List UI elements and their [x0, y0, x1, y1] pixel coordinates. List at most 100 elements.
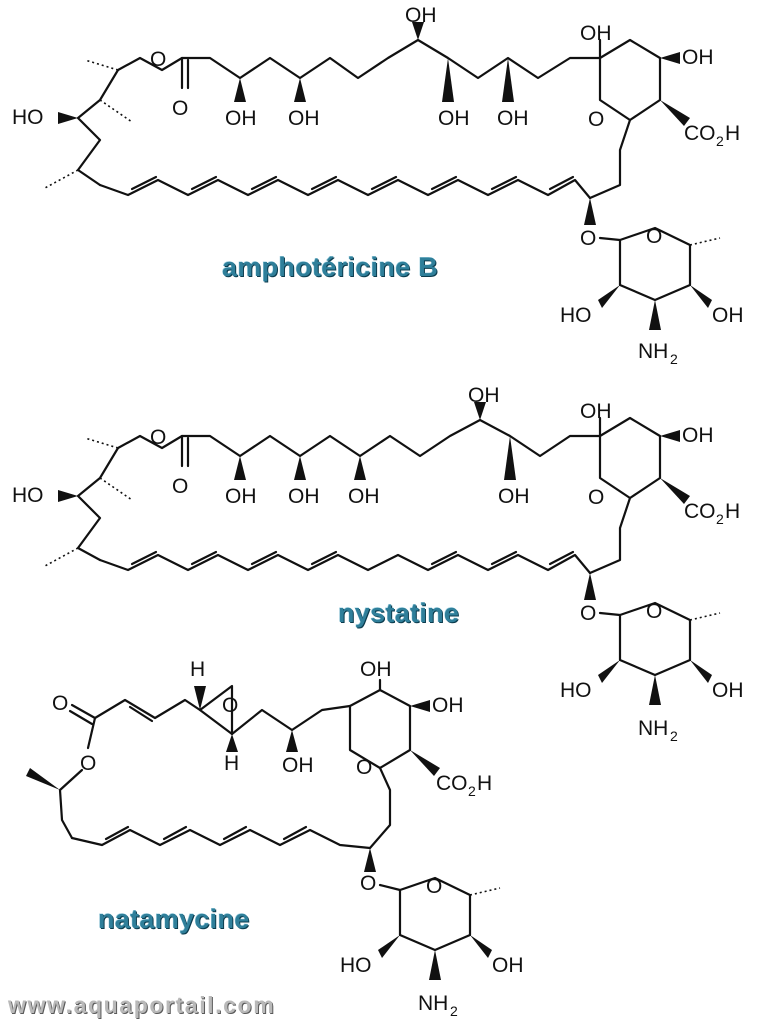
nata-epoxide-h-wedge-2 [226, 734, 238, 752]
svg-text:NH: NH [418, 992, 448, 1015]
nata-oh: OH [282, 754, 314, 777]
svg-text:H: H [477, 772, 492, 795]
nyst-oh-4: OH [468, 384, 500, 407]
amph-oh-5: OH [497, 107, 529, 130]
nyst-co2h-wedge [660, 478, 690, 504]
amph-oh-wedge-2 [294, 78, 306, 102]
amph-wedge-ho [58, 112, 78, 124]
nata-enone-double [128, 705, 154, 723]
svg-text:H: H [725, 500, 740, 523]
amph-oh-wedge-1 [234, 78, 246, 102]
amph-left-fragment [76, 68, 120, 187]
label-nystatin: nystatine [338, 598, 460, 628]
svg-text:2: 2 [468, 783, 476, 799]
amph-carbonyl-o: O [172, 97, 188, 120]
amph-hash-methyl-1 [84, 59, 119, 71]
amph-glyco-wedge [584, 198, 596, 225]
nyst-hash-methyl-1 [84, 437, 119, 449]
amph-polyene-double-bonds [130, 175, 575, 191]
nata-oh-wedge [286, 730, 298, 752]
nyst-upper-chain [116, 418, 602, 458]
amph-sugar-oh-wedge [690, 285, 712, 308]
nyst-oh-1: OH [225, 485, 257, 508]
nyst-co2h: CO 2 H [684, 500, 740, 527]
amph-glyco-o: O [580, 227, 596, 250]
nata-epoxide-h-2: H [224, 752, 239, 775]
amph-glyco-bond [598, 236, 622, 242]
nyst-sugar-oh-wedge [690, 660, 712, 683]
amph-oh-wedge-3 [412, 22, 424, 40]
nata-epoxide [198, 684, 234, 736]
nata-epoxide-h-1: H [190, 658, 205, 681]
nyst-sugar-nh2-wedge [649, 675, 661, 705]
nyst-oh-wedge-4 [474, 402, 486, 420]
nata-carbonyl-bond [70, 703, 97, 720]
amph-sugar-ho-wedge [598, 285, 620, 308]
nyst-oh-3: OH [348, 485, 380, 508]
amph-sugar-ho: HO [560, 304, 592, 327]
nyst-ho-left: HO [12, 484, 44, 507]
amph-co2h-wedge [660, 100, 690, 126]
nyst-ring-link [588, 496, 632, 575]
amph-sugar-nh2-wedge [649, 300, 661, 330]
nyst-nh2: NH 2 [638, 717, 678, 744]
amph-oh-1: OH [225, 107, 257, 130]
nata-sugar-ho: HO [340, 954, 372, 977]
svg-text:NH: NH [638, 340, 668, 363]
svg-text:2: 2 [716, 511, 724, 527]
amph-ring-oh-2: OH [682, 46, 714, 69]
nyst-left-fragment [76, 446, 120, 562]
nata-ring-o: O [356, 756, 372, 779]
nata-sugar-ring-o: O [426, 875, 442, 898]
nyst-oh-2: OH [288, 485, 320, 508]
amph-ester-o: O [150, 48, 166, 71]
nata-sugar-oh-wedge [470, 935, 492, 958]
nata-ester-o: O [80, 752, 96, 775]
amph-ho-left: HO [12, 106, 44, 129]
svg-text:CO: CO [684, 122, 716, 145]
amph-ring-o: O [588, 108, 604, 131]
nyst-polyene [98, 553, 592, 575]
nata-sugar-methyl [469, 887, 501, 896]
amph-ring-oh: OH [580, 22, 612, 45]
amph-oh-3: OH [405, 4, 437, 27]
nyst-carbonyl-o: O [172, 475, 188, 498]
amph-oh-4: OH [438, 107, 470, 130]
svg-text:CO: CO [684, 500, 716, 523]
nata-epoxide-h-wedge-1 [194, 686, 206, 710]
nata-glyco-bond [378, 883, 402, 892]
svg-text:2: 2 [716, 133, 724, 149]
svg-text:2: 2 [670, 351, 678, 367]
amph-hash-methyl-3 [44, 169, 79, 189]
nata-carbonyl-o: O [52, 692, 68, 715]
nata-polyene-double-bonds [104, 825, 308, 841]
amph-ring-oh-wedge [660, 52, 680, 64]
nata-epoxide-o: O [222, 694, 238, 717]
nyst-sugar-ho: HO [560, 679, 592, 702]
amph-polyene [98, 178, 592, 200]
nata-mid-chain [230, 704, 352, 736]
nyst-glyco-o: O [580, 602, 596, 625]
nyst-sugar-ho-wedge [598, 660, 620, 683]
nyst-glyco-wedge [584, 573, 596, 600]
amph-hash-methyl-2 [99, 99, 133, 123]
nata-polyene [70, 766, 392, 850]
nata-ring-oh-2: OH [432, 694, 464, 717]
nyst-sugar-ring-o: O [646, 600, 662, 623]
nata-co2h: CO 2 H [436, 772, 492, 799]
amph-oh-2: OH [288, 107, 320, 130]
svg-text:CO: CO [436, 772, 468, 795]
amph-upper-chain [116, 38, 602, 80]
nyst-ring-oh-2: OH [682, 424, 714, 447]
nata-glyco-wedge [364, 848, 376, 872]
nyst-sugar-oh: OH [712, 679, 744, 702]
nata-sugar-nh2-wedge [429, 950, 441, 980]
nata-top-chain [93, 698, 202, 720]
svg-text:2: 2 [450, 1003, 458, 1019]
svg-text:2: 2 [670, 728, 678, 744]
nyst-oh-wedge-5 [504, 436, 516, 480]
nata-nh2: NH 2 [418, 992, 458, 1019]
